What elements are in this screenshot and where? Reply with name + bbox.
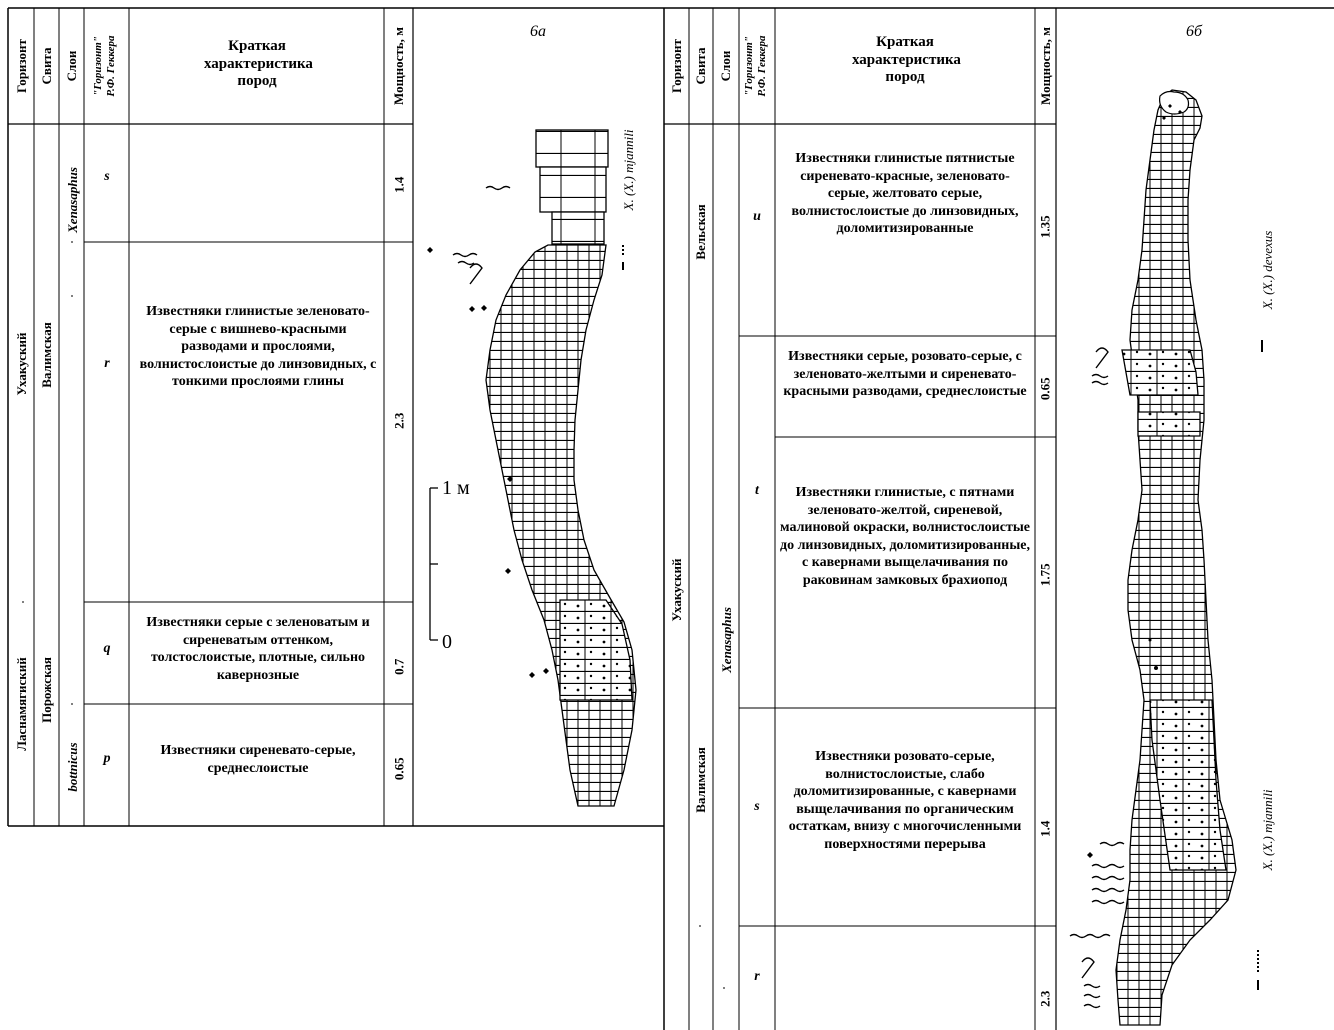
layer-b-2-thickness: 0.65 — [1037, 377, 1053, 401]
layer-a-q-id: q — [103, 641, 111, 656]
taxon-xenasaphus: Xenasaphus — [719, 607, 734, 674]
layer-a-r-thickness: 2.3 — [391, 412, 407, 429]
layer-b-r-thickness: 2.3 — [1037, 990, 1053, 1007]
layer-b-u-thickness: 1.35 — [1037, 215, 1053, 239]
table-a-units: Ухакуский Ласнамягиский Валимская Порожс… — [14, 167, 80, 791]
horizon-uhaku: Ухакуский — [669, 558, 684, 621]
taxon-bottnicus: bottnicus — [65, 742, 80, 791]
layer-b-u-id: u — [753, 209, 761, 224]
layer-b-2-description: Известняки серые, розовато-серые, с зеле… — [783, 349, 1027, 399]
layer-b-t-description: Известняки глинистые, с пятнами зеленова… — [780, 485, 1030, 588]
header-description-a: Краткая характеристика пород — [204, 38, 313, 89]
column-a-top-beds — [535, 129, 609, 245]
layer-b-s-thickness: 1.4 — [1037, 820, 1053, 837]
table-b-headers: Горизонт Свита Слои "Горизонт" Р.Ф. Гекк… — [669, 27, 1053, 105]
species-b-devexus: X. (X.) devexus — [1260, 231, 1275, 311]
table-b — [664, 7, 1334, 1030]
horizon-uhaku: Ухакуский — [14, 332, 29, 395]
suite-porozh: Порожская — [39, 657, 54, 723]
column-b: 6б — [1069, 23, 1275, 1026]
header-gekker-1: "Горизонт" — [743, 36, 755, 96]
layer-a-p-thickness: 0.65 — [391, 757, 407, 781]
table-a-headers: Горизонт Свита Слои "Горизонт" Р.Ф. Гекк… — [14, 27, 406, 105]
header-horizon: Горизонт — [669, 38, 684, 92]
header-layers: Слои — [718, 50, 733, 81]
scale-bar — [429, 487, 438, 641]
layer-a-p-id: p — [103, 751, 111, 766]
header-description-b: Краткая характеристика пород — [852, 34, 961, 85]
header-suite: Свита — [693, 47, 708, 84]
header-horizon: Горизонт — [14, 38, 29, 92]
layer-b-t-id: t — [755, 483, 759, 498]
layer-a-r-id: r — [104, 356, 110, 371]
layer-a-q-description: Известняки серые с зеленоватым и сиренев… — [146, 615, 370, 683]
header-thickness: Мощность, м — [391, 27, 406, 105]
scale-top-label: 1 м — [442, 477, 470, 499]
layer-b-r-id: r — [754, 969, 760, 984]
column-a: 6а — [427, 23, 637, 807]
header-gekker-2: Р.Ф. Геккера — [105, 35, 117, 97]
section-a-title: 6а — [530, 23, 546, 40]
table-b-units: Ухакуский Вельская Валимская Xenasaphus — [669, 204, 734, 812]
header-thickness: Мощность, м — [1038, 27, 1053, 105]
table-a — [7, 7, 665, 1030]
header-gekker-2: Р.Ф. Геккера — [756, 35, 768, 97]
header-layers: Слои — [64, 50, 79, 81]
species-b-mjannili: X. (X.) mjannili — [1260, 789, 1275, 871]
species-range-b — [1257, 340, 1263, 990]
layer-a-r-description: Известняки глинистые зеленовато-серые с … — [139, 304, 377, 389]
scale-bottom-label: 0 — [442, 631, 452, 653]
layer-b-s-id: s — [754, 799, 760, 814]
layer-b-t-thickness: 1.75 — [1037, 563, 1053, 587]
species-a-mjannili: X. (X.) mjannili — [621, 129, 636, 211]
section-b-title: 6б — [1186, 23, 1203, 40]
taxon-xenasaphus: Xenasaphus — [65, 167, 80, 234]
column-a-body — [485, 244, 637, 807]
layer-a-s-thickness: 1.4 — [391, 176, 407, 193]
header-suite: Свита — [39, 47, 54, 84]
suite-valim: Валимская — [693, 747, 708, 813]
horizon-lasnamagi: Ласнамягиский — [14, 657, 29, 751]
header-gekker-1: "Горизонт" — [92, 36, 104, 96]
suite-vel: Вельская — [693, 204, 708, 259]
suite-valim: Валимская — [39, 322, 54, 388]
column-b-body — [1115, 89, 1237, 1026]
layer-a-s-id: s — [104, 169, 110, 184]
layer-a-p-description: Известняки сиреневато-серые, среднеслоис… — [160, 743, 356, 776]
layer-b-u-description: Известняки глинистые пятнистые сиреневат… — [791, 151, 1019, 236]
layer-a-q-thickness: 0.7 — [391, 658, 407, 675]
layer-b-s-description: Известняки розовато-серые, волнистослоис… — [788, 749, 1022, 852]
